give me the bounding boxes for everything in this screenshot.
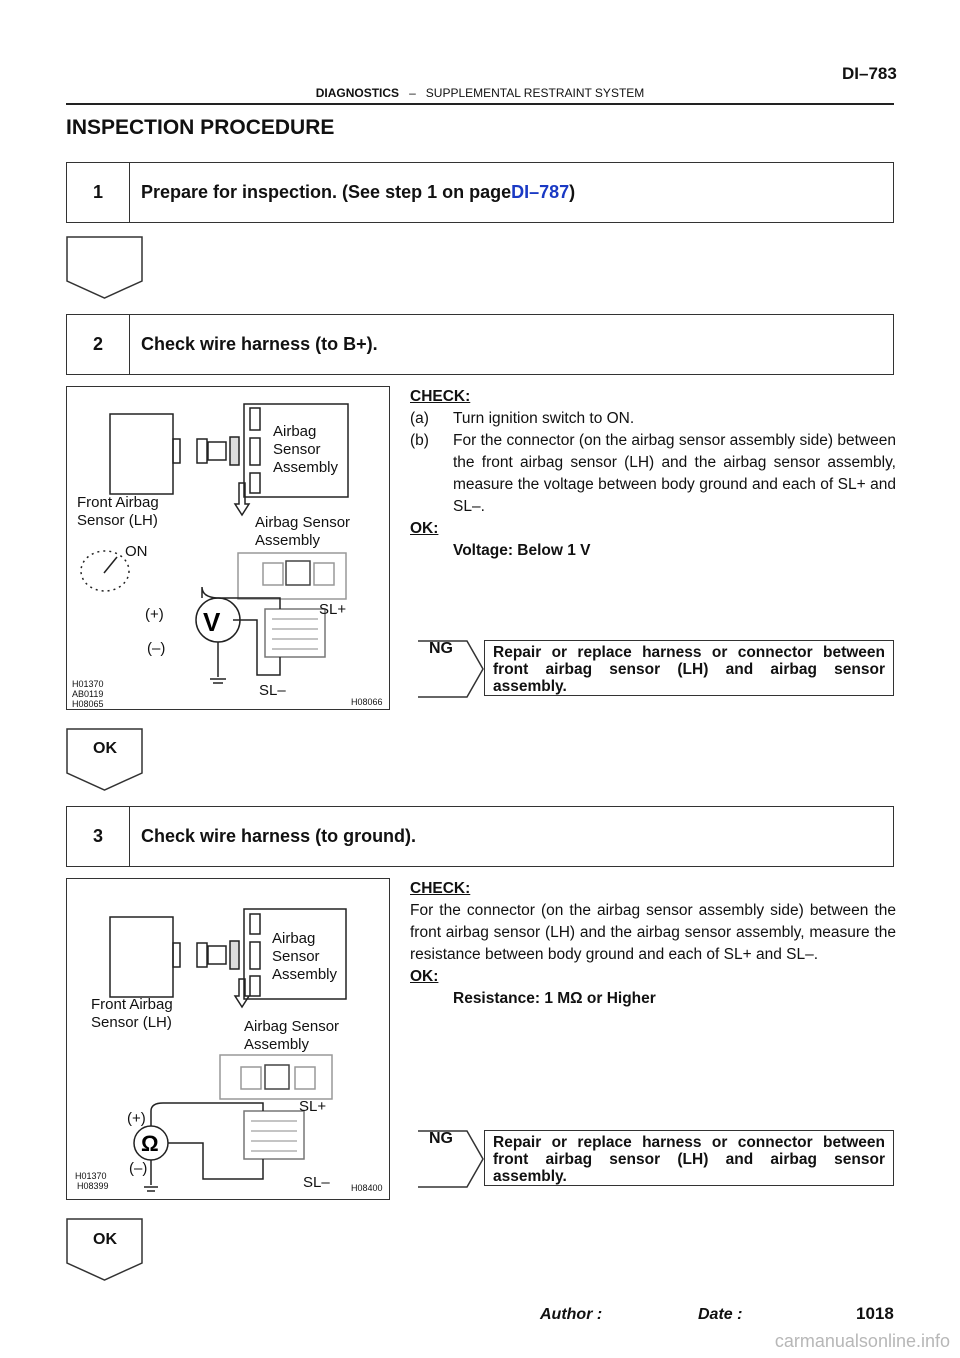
figure-ref-1: H01370 bbox=[72, 679, 104, 689]
ng-2-action: Repair or replace harness or connector b… bbox=[484, 1130, 894, 1186]
check-2-item-a: (a) Turn ignition switch to ON. bbox=[410, 410, 635, 427]
ng-arrow-1 bbox=[415, 640, 484, 700]
figure-ref-2: AB0119 bbox=[72, 689, 103, 699]
footer-date: Date : bbox=[698, 1306, 743, 1323]
watermark: carmanualsonline.info bbox=[774, 1331, 950, 1351]
sensor-2-label-line3: Assembly bbox=[272, 966, 338, 983]
figure-resistance-check: Ω Airbag Sensor Assembly Front Airbag Se… bbox=[66, 878, 390, 1200]
figure-2-ref-1: H01370 bbox=[75, 1171, 107, 1181]
header-section: DIAGNOSTICS bbox=[315, 86, 400, 100]
connector-label-line2: Assembly bbox=[255, 532, 321, 549]
front-airbag-sensor-shape bbox=[109, 413, 174, 495]
ok-arrow-2 bbox=[66, 1218, 143, 1281]
check-3-ok-value: Resistance: 1 MΩ or Higher bbox=[453, 990, 656, 1007]
front-sensor-label-line1: Front Airbag bbox=[77, 494, 159, 511]
ng-1-label: NG bbox=[429, 640, 453, 657]
sl-minus-label-2: SL– bbox=[303, 1174, 330, 1191]
step-2-box: 2 Check wire harness (to B+). bbox=[66, 314, 894, 375]
check-3-text: For the connector (on the airbag sensor … bbox=[410, 902, 896, 963]
front-airbag-sensor-shape-2 bbox=[109, 916, 174, 998]
voltmeter-symbol: V bbox=[203, 607, 221, 637]
step-1-number: 1 bbox=[67, 163, 130, 222]
step-2-title: Check wire harness (to B+). bbox=[141, 334, 378, 354]
check-3-label: CHECK: bbox=[410, 880, 471, 897]
ohmmeter-symbol: Ω bbox=[141, 1131, 159, 1156]
connector-2-label-line1: Airbag Sensor bbox=[244, 1018, 339, 1035]
ng-2-label: NG bbox=[429, 1130, 453, 1147]
step-3-box: 3 Check wire harness (to ground). bbox=[66, 806, 894, 867]
page-title: INSPECTION PROCEDURE bbox=[66, 116, 335, 139]
figure-2-ref-right: H08400 bbox=[351, 1183, 383, 1193]
running-header: DIAGNOSTICS – SUPPLEMENTAL RESTRAINT SYS… bbox=[0, 86, 960, 100]
connector-label-line1: Airbag Sensor bbox=[255, 514, 350, 531]
wiring-diagram-resistance: Ω Airbag Sensor Assembly Front Airbag Se… bbox=[75, 908, 383, 1193]
header-subsection: SUPPLEMENTAL RESTRAINT SYSTEM bbox=[425, 86, 645, 100]
minus-label-2: (–) bbox=[129, 1160, 147, 1177]
plus-label-2: (+) bbox=[127, 1110, 146, 1127]
check-3-block: CHECK: For the connector (on the airbag … bbox=[410, 878, 896, 1010]
footer-author: Author : bbox=[540, 1306, 603, 1323]
wiring-diagram-voltage: V Airbag Sensor Assembly Front Airbag Se… bbox=[72, 403, 383, 709]
footer-page-number: 1018 bbox=[856, 1304, 894, 1323]
sensor-label-line2: Sensor bbox=[273, 441, 321, 458]
figure-ref-3: H08065 bbox=[72, 699, 104, 709]
header-rule bbox=[66, 103, 894, 105]
sensor-2-label-line1: Airbag bbox=[272, 930, 315, 947]
check-2-ok-value: Voltage: Below 1 V bbox=[453, 542, 591, 559]
sl-minus-label: SL– bbox=[259, 682, 286, 699]
minus-label: (–) bbox=[147, 640, 165, 657]
step-1-title: Prepare for inspection. (See step 1 on p… bbox=[141, 163, 575, 222]
check-2-item-b: (b) For the connector (on the airbag sen… bbox=[410, 432, 896, 515]
sl-plus-label-2: SL+ bbox=[299, 1098, 326, 1115]
connector-2-label-line2: Assembly bbox=[244, 1036, 310, 1053]
ok-arrow-1 bbox=[66, 728, 143, 791]
page-code: DI–783 bbox=[842, 64, 897, 83]
front-sensor-2-label-line2: Sensor (LH) bbox=[91, 1014, 172, 1031]
check-2-block: CHECK: (a) Turn ignition switch to ON. (… bbox=[410, 386, 896, 562]
sensor-2-label-line2: Sensor bbox=[272, 948, 320, 965]
check-2-label: CHECK: bbox=[410, 388, 471, 405]
header-separator: – bbox=[409, 86, 416, 100]
ng-1-action: Repair or replace harness or connector b… bbox=[484, 640, 894, 696]
ok-2-label: OK bbox=[93, 1231, 117, 1248]
check-3-ok-label: OK: bbox=[410, 968, 439, 985]
step-3-number: 3 bbox=[67, 807, 130, 866]
figure-2-ref-2: H08399 bbox=[77, 1181, 109, 1191]
ignition-on-label: ON bbox=[125, 543, 148, 560]
step-1-text: Prepare for inspection. (See step 1 on p… bbox=[141, 182, 512, 202]
airbag-sensor-assembly-shape bbox=[243, 403, 349, 498]
ng-arrow-2 bbox=[415, 1130, 484, 1190]
sensor-label-line1: Airbag bbox=[273, 423, 316, 440]
step-1-box: 1 Prepare for inspection. (See step 1 on… bbox=[66, 162, 894, 223]
step-3-title: Check wire harness (to ground). bbox=[141, 826, 417, 846]
plus-label: (+) bbox=[145, 606, 164, 623]
next-step-arrow bbox=[66, 236, 143, 299]
ok-1-label: OK bbox=[93, 740, 117, 757]
front-sensor-label-line2: Sensor (LH) bbox=[77, 512, 158, 529]
sensor-label-line3: Assembly bbox=[273, 459, 339, 476]
figure-ref-right: H08066 bbox=[351, 697, 383, 707]
check-2-ok-label: OK: bbox=[410, 520, 439, 537]
front-sensor-2-label-line1: Front Airbag bbox=[91, 996, 173, 1013]
figure-voltage-check: V Airbag Sensor Assembly Front Airbag Se… bbox=[66, 386, 390, 710]
step-2-number: 2 bbox=[67, 315, 130, 374]
step-1-close: ) bbox=[569, 182, 576, 202]
airbag-sensor-assembly-shape-2 bbox=[243, 908, 347, 1000]
step-1-page-link[interactable]: DI–787 bbox=[511, 182, 570, 202]
sl-plus-label: SL+ bbox=[319, 601, 346, 618]
